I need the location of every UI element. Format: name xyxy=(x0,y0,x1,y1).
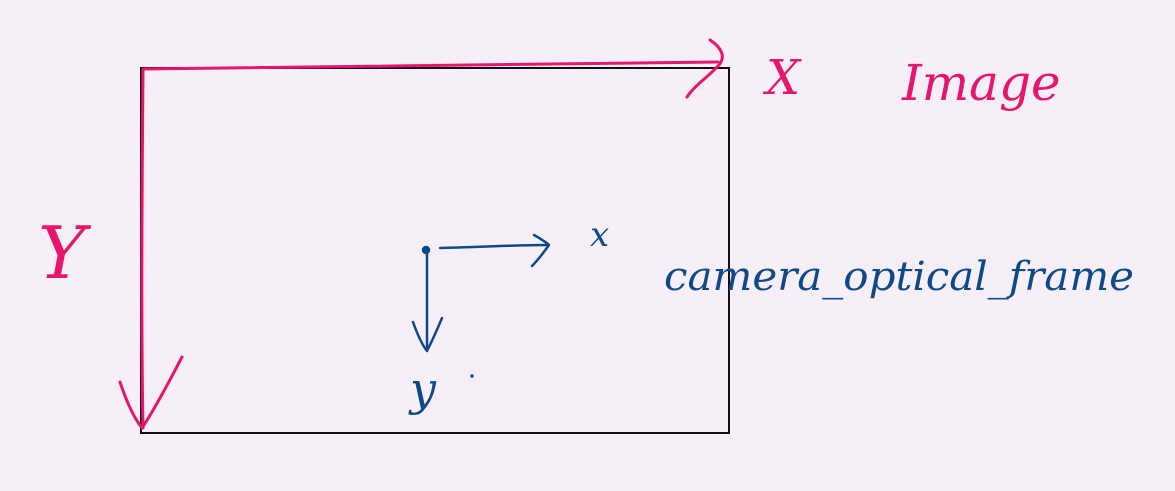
camera-x-axis-line xyxy=(438,243,550,250)
camera-y-axis-label: y xyxy=(408,362,437,416)
image-y-axis-label: Y xyxy=(38,211,92,295)
image-y-axis-line xyxy=(140,68,145,430)
camera-frame-title: camera_optical_frame xyxy=(664,254,1134,300)
image-x-axis-line xyxy=(141,60,720,71)
image-frame xyxy=(118,38,724,430)
image-x-axis-label: X xyxy=(762,50,802,106)
camera-x-axis-arrowhead xyxy=(530,233,551,268)
camera-x-axis-label: x xyxy=(590,215,609,255)
camera-y-axis-arrowhead xyxy=(411,316,444,353)
camera-frame xyxy=(411,233,551,353)
image-x-axis-arrowhead xyxy=(685,38,724,99)
image-frame-title: Image xyxy=(901,54,1061,112)
image-y-axis-arrowhead xyxy=(118,355,184,430)
camera-y-label-dot xyxy=(470,374,474,378)
